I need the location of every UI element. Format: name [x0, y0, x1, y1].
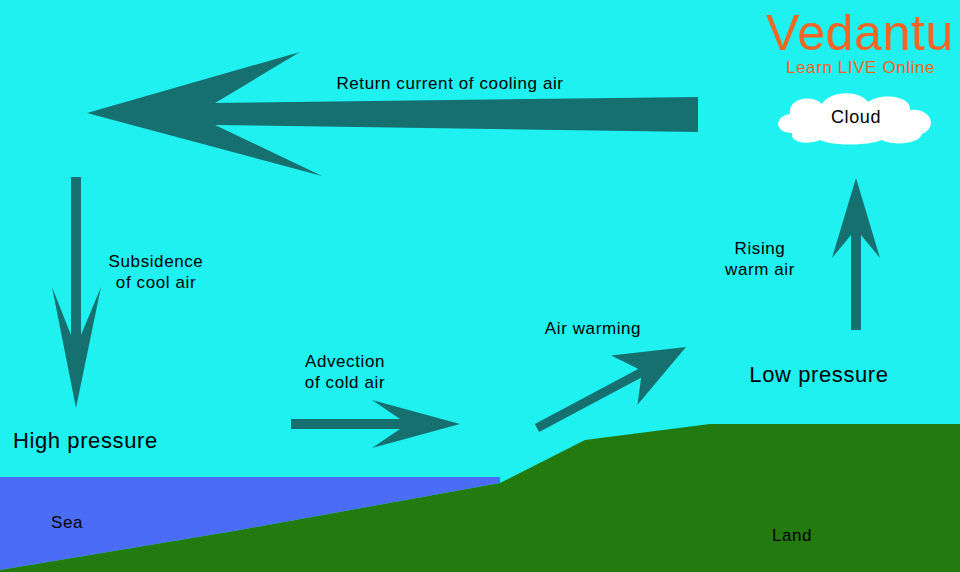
- region-label: Land: [772, 525, 812, 546]
- airflow-arrows: [52, 52, 880, 448]
- flow-label: Air warming: [545, 318, 641, 339]
- flow-label: Rising warm air: [720, 238, 800, 281]
- air-warming-arrow-shaft: [537, 371, 644, 428]
- flow-label: Advection of cold air: [301, 351, 389, 394]
- subsidence-arrow: [52, 177, 101, 408]
- air-warming-arrow-head: [611, 347, 686, 405]
- pressure-label: High pressure: [13, 427, 158, 455]
- region-label: Cloud: [831, 106, 881, 129]
- region-label: Sea: [51, 512, 83, 533]
- flow-label: Subsidence of cool air: [104, 251, 208, 294]
- land-region-fill: [0, 424, 960, 572]
- flow-label: Return current of cooling air: [336, 73, 563, 94]
- return-current-arrow: [87, 52, 698, 176]
- rising-air-arrow: [832, 178, 880, 330]
- logo-tagline: Learn LIVE Online: [786, 57, 935, 78]
- logo-wordmark: Vedantu: [766, 2, 954, 65]
- advection-arrow: [291, 400, 460, 448]
- cloud-outline: [778, 93, 931, 144]
- pressure-label: Low pressure: [749, 361, 888, 389]
- cloud-shape: Cloud: [772, 88, 940, 146]
